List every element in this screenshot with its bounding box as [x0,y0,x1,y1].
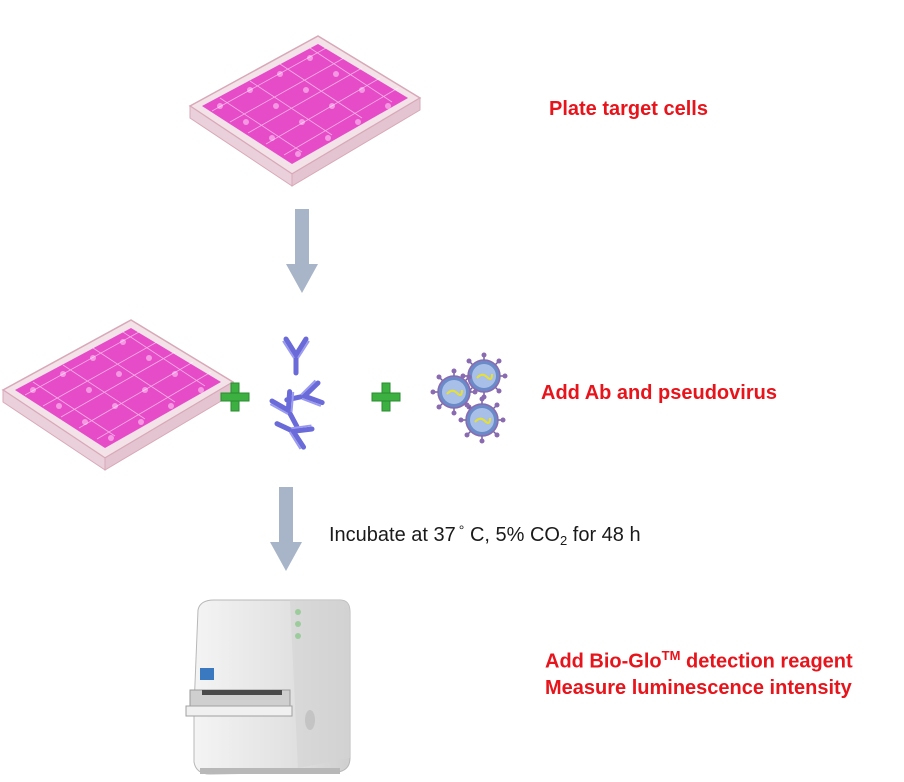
step-3-label-line2: Measure luminescence intensity [545,677,852,699]
pseudovirus-icon [429,351,509,445]
incubation-label: Incubate at 37° C, 5% CO2 for 48 h [329,522,641,548]
step-2-label: Add Ab and pseudovirus [541,382,777,404]
plus-icon [220,382,250,412]
antibody-icon [268,335,358,465]
well-plate-icon [189,35,421,187]
well-plate-icon [2,319,234,471]
arrow-down-icon [270,487,302,571]
step-1-label: Plate target cells [549,98,708,120]
arrow-down-icon [286,209,318,293]
step-3-label-line1: Add Bio-GloTM detection reagent [545,648,853,673]
luminometer-icon [185,599,351,775]
plus-icon [371,382,401,412]
